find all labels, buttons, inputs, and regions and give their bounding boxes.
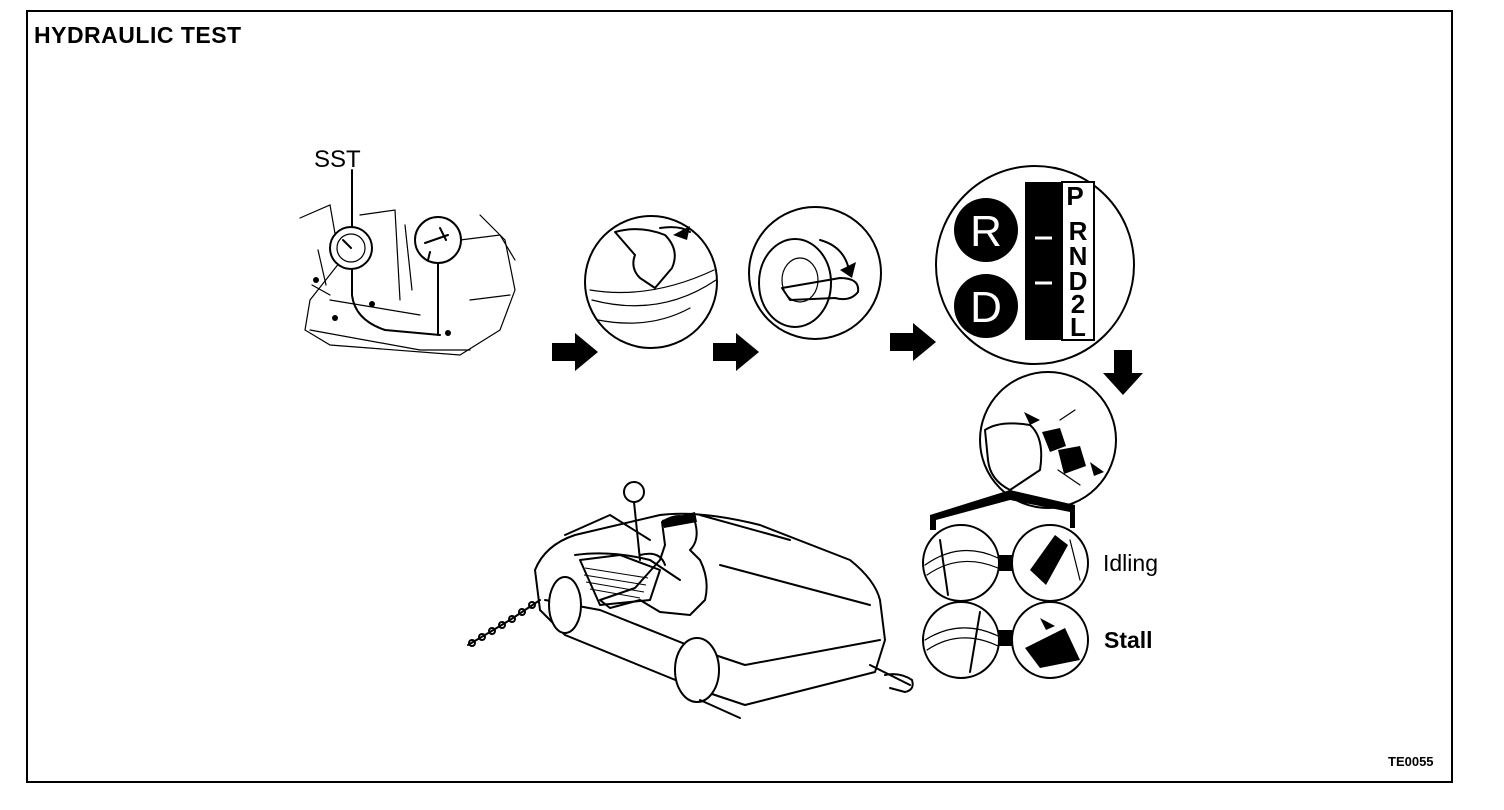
car-icon bbox=[468, 482, 913, 718]
gauge-port-detail bbox=[415, 217, 461, 263]
gear-position-l: L bbox=[1070, 312, 1086, 342]
idling-label: Idling bbox=[1103, 550, 1158, 577]
tachometer-icon bbox=[923, 525, 999, 601]
stall-label: Stall bbox=[1104, 627, 1153, 654]
gear-position-p: P bbox=[1066, 181, 1083, 211]
idling-detail bbox=[923, 525, 1088, 601]
figure-code: TE0055 bbox=[1388, 754, 1434, 769]
sst-gauge-installation bbox=[300, 170, 515, 355]
shift-selector-step: R D P R N D 2 L bbox=[936, 166, 1134, 364]
arrow-right-icon bbox=[552, 333, 598, 371]
arrow-right-icon bbox=[713, 333, 759, 371]
shift-lever-icon bbox=[1025, 182, 1062, 340]
sst-label: SST bbox=[314, 146, 361, 174]
pressure-gauge-icon bbox=[624, 482, 644, 502]
brake-pedal-step bbox=[980, 372, 1116, 508]
arrow-right-icon bbox=[890, 323, 936, 361]
gear-letter-r: R bbox=[970, 207, 1002, 256]
arrow-down-icon bbox=[1103, 350, 1143, 395]
gear-letter-d: D bbox=[970, 283, 1002, 332]
stall-detail bbox=[923, 602, 1088, 678]
tachometer-icon bbox=[923, 602, 999, 678]
ignition-step bbox=[749, 207, 881, 339]
mechanic-figure bbox=[600, 516, 707, 615]
parking-brake-step bbox=[585, 216, 717, 348]
